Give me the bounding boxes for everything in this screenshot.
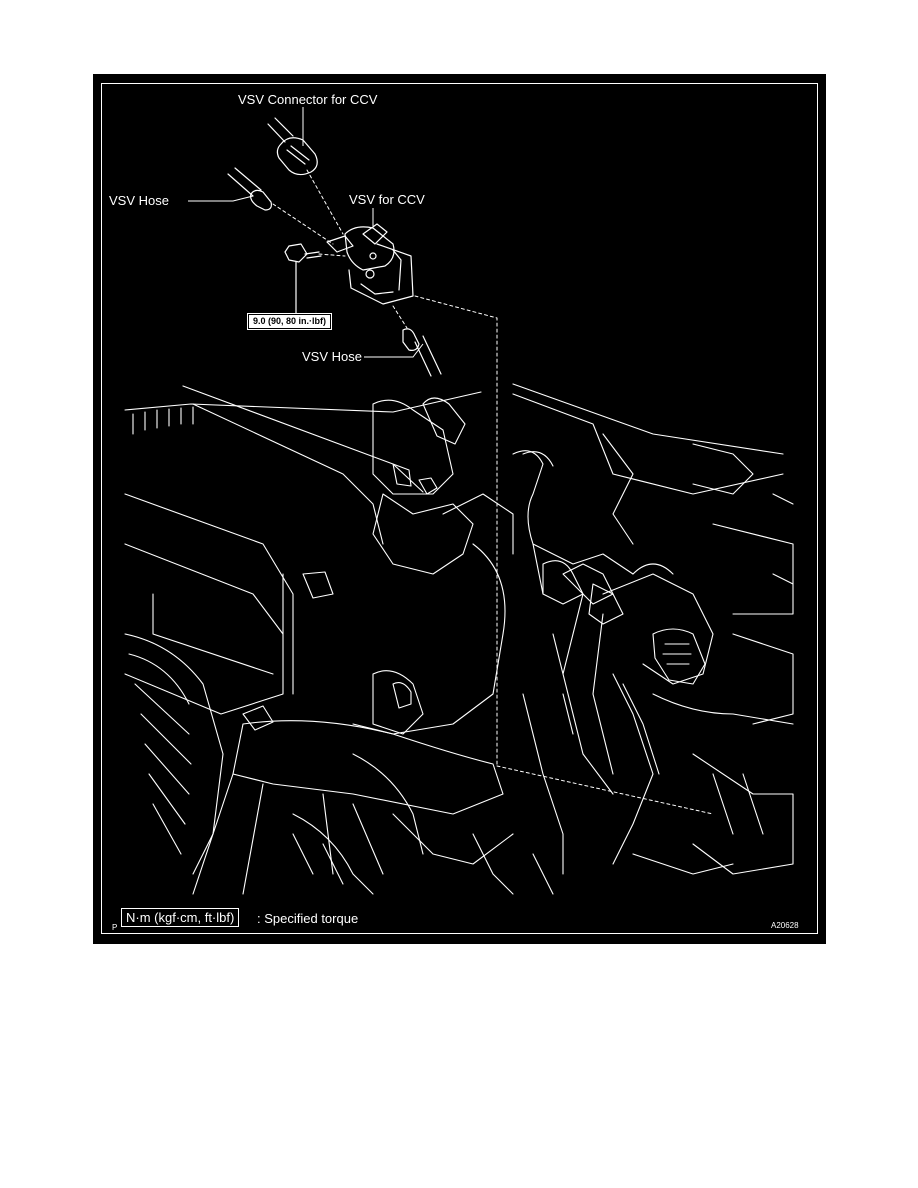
bolt-drawing	[284, 243, 322, 317]
vsv-hose-upper-label: VSV Hose	[109, 193, 169, 208]
engine-bay-drawing	[124, 383, 794, 895]
corner-mark: P	[112, 923, 118, 932]
diagram-frame	[101, 83, 818, 934]
vsv-connector-drawing	[267, 117, 318, 176]
engine-line-art	[124, 117, 794, 895]
vsv-hose-upper-drawing	[227, 167, 272, 211]
vsv-hose-lower-label: VSV Hose	[302, 349, 362, 364]
vsv-body-drawing	[326, 223, 414, 305]
vsv-connector-label: VSV Connector for CCV	[238, 92, 378, 107]
torque-legend-description: : Specified torque	[257, 911, 359, 926]
torque-unit-legend-box: N·m (kgf·cm, ft·lbf)	[121, 908, 240, 927]
vsv-for-ccv-label: VSV for CCV	[349, 192, 425, 207]
figure-code: A20628	[771, 921, 799, 930]
diagram-figure: VSV Connector for CCV VSV Hose VSV for C…	[93, 74, 826, 944]
vsv-hose-lower-drawing	[402, 328, 442, 377]
torque-spec-box: 9.0 (90, 80 in.·lbf)	[246, 313, 333, 330]
